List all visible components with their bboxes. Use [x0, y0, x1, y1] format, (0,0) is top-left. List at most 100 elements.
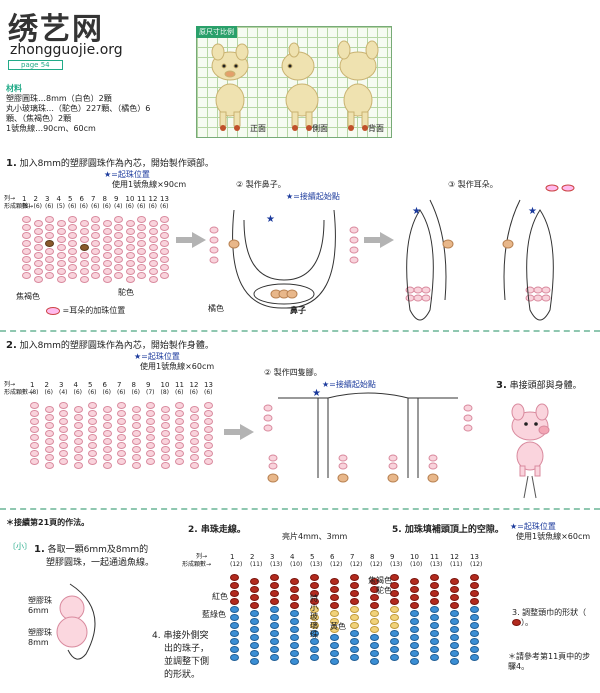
bead: [470, 638, 479, 645]
bead: [44, 422, 54, 429]
svg-text:★: ★: [528, 206, 537, 217]
bead: [131, 430, 141, 437]
bead: [390, 582, 399, 589]
bead: [91, 272, 100, 279]
pig-front: [211, 43, 249, 131]
column-count: (12): [470, 561, 483, 568]
column-count: (12): [370, 561, 383, 568]
column-count: (4): [114, 203, 123, 210]
bead: [350, 638, 359, 645]
bead: [410, 650, 419, 657]
bead: [330, 634, 339, 641]
bead: [160, 446, 170, 453]
bead: [470, 582, 479, 589]
bead: [44, 462, 54, 469]
column-number: 3: [270, 553, 275, 561]
step2-title: 加入8mm的塑膠圓珠作為內芯，開始製作身體。: [19, 341, 214, 351]
step3-title: 串接頭部與身體。: [509, 381, 582, 391]
materials-line: 丸小玻璃珠…（駝色）227顆、（橘色）6: [6, 104, 151, 113]
bead: [30, 410, 39, 417]
materials-title: 材料: [6, 84, 22, 93]
bead: [68, 240, 77, 247]
bead: [137, 240, 146, 247]
bead: [330, 578, 339, 585]
bead: [30, 402, 39, 409]
bead: [250, 658, 259, 665]
column-count: (6): [125, 203, 135, 210]
bead: [330, 650, 339, 657]
bead: [450, 642, 459, 649]
bead: [73, 406, 83, 413]
bead: [450, 586, 459, 593]
bead: [189, 462, 199, 469]
bead: [390, 598, 399, 605]
bead: [204, 458, 213, 465]
bead: [410, 610, 419, 617]
bead: [204, 450, 213, 457]
bead: [450, 634, 459, 641]
bead: [350, 582, 359, 589]
column-number: 10: [410, 553, 419, 561]
pig-side: [281, 42, 319, 131]
watermark-logo: 绣艺网: [8, 12, 104, 47]
column-number: 12: [450, 553, 459, 561]
bead: [59, 410, 68, 417]
bead: [73, 422, 83, 429]
plastic-bead-diagram: [56, 583, 96, 660]
bead: [56, 268, 66, 275]
bead: [160, 248, 169, 255]
bead: [189, 422, 199, 429]
bead: [33, 276, 43, 283]
step2-line-use: 使用1號魚線×60cm: [140, 362, 215, 371]
column-count: (6): [68, 203, 77, 210]
bead: [148, 244, 158, 251]
column-number: 9: [146, 381, 151, 389]
bead: [22, 264, 31, 271]
column-number: 7: [91, 195, 96, 203]
bead: [450, 658, 459, 665]
bead: [175, 442, 184, 449]
bead: [330, 618, 339, 625]
bead: [430, 630, 439, 637]
bead: [117, 410, 126, 417]
bead: [56, 276, 66, 283]
bead: [33, 252, 43, 259]
bead: [59, 450, 68, 457]
bead: [131, 438, 141, 445]
bead: [146, 426, 155, 433]
bead: [117, 458, 126, 465]
bead: [45, 256, 54, 263]
pearl-label: 亮片4mm、3mm: [282, 532, 348, 541]
bead: [410, 642, 419, 649]
bead: [146, 450, 155, 457]
bead: [204, 434, 213, 441]
column-number: 12: [189, 381, 199, 389]
step1-start-mark: ★=起珠位置: [104, 170, 150, 179]
bead: [390, 590, 399, 597]
bead: [91, 248, 100, 255]
bead: [410, 634, 419, 641]
bead: [45, 232, 54, 239]
bead: [175, 402, 184, 409]
bead: [270, 598, 279, 605]
bead: [450, 578, 459, 585]
materials-line: 顆、（焦褐色）2顆: [6, 114, 72, 123]
bead: [175, 434, 184, 441]
bottom-step5: 5. 加珠填補頭頂上的空隙。: [392, 525, 504, 535]
bead: [310, 646, 319, 653]
bead: [350, 630, 359, 637]
bead: [131, 454, 141, 461]
bead: [250, 586, 259, 593]
bead: [250, 602, 259, 609]
bead: [22, 256, 31, 263]
bead: [131, 422, 141, 429]
bead: [45, 224, 54, 231]
bead: [102, 228, 112, 235]
bead: [91, 232, 100, 239]
bead: [44, 438, 54, 445]
bead: [114, 256, 123, 263]
bead: [137, 256, 146, 263]
bead: [146, 418, 155, 425]
bead: [137, 248, 146, 255]
bead: [204, 418, 213, 425]
